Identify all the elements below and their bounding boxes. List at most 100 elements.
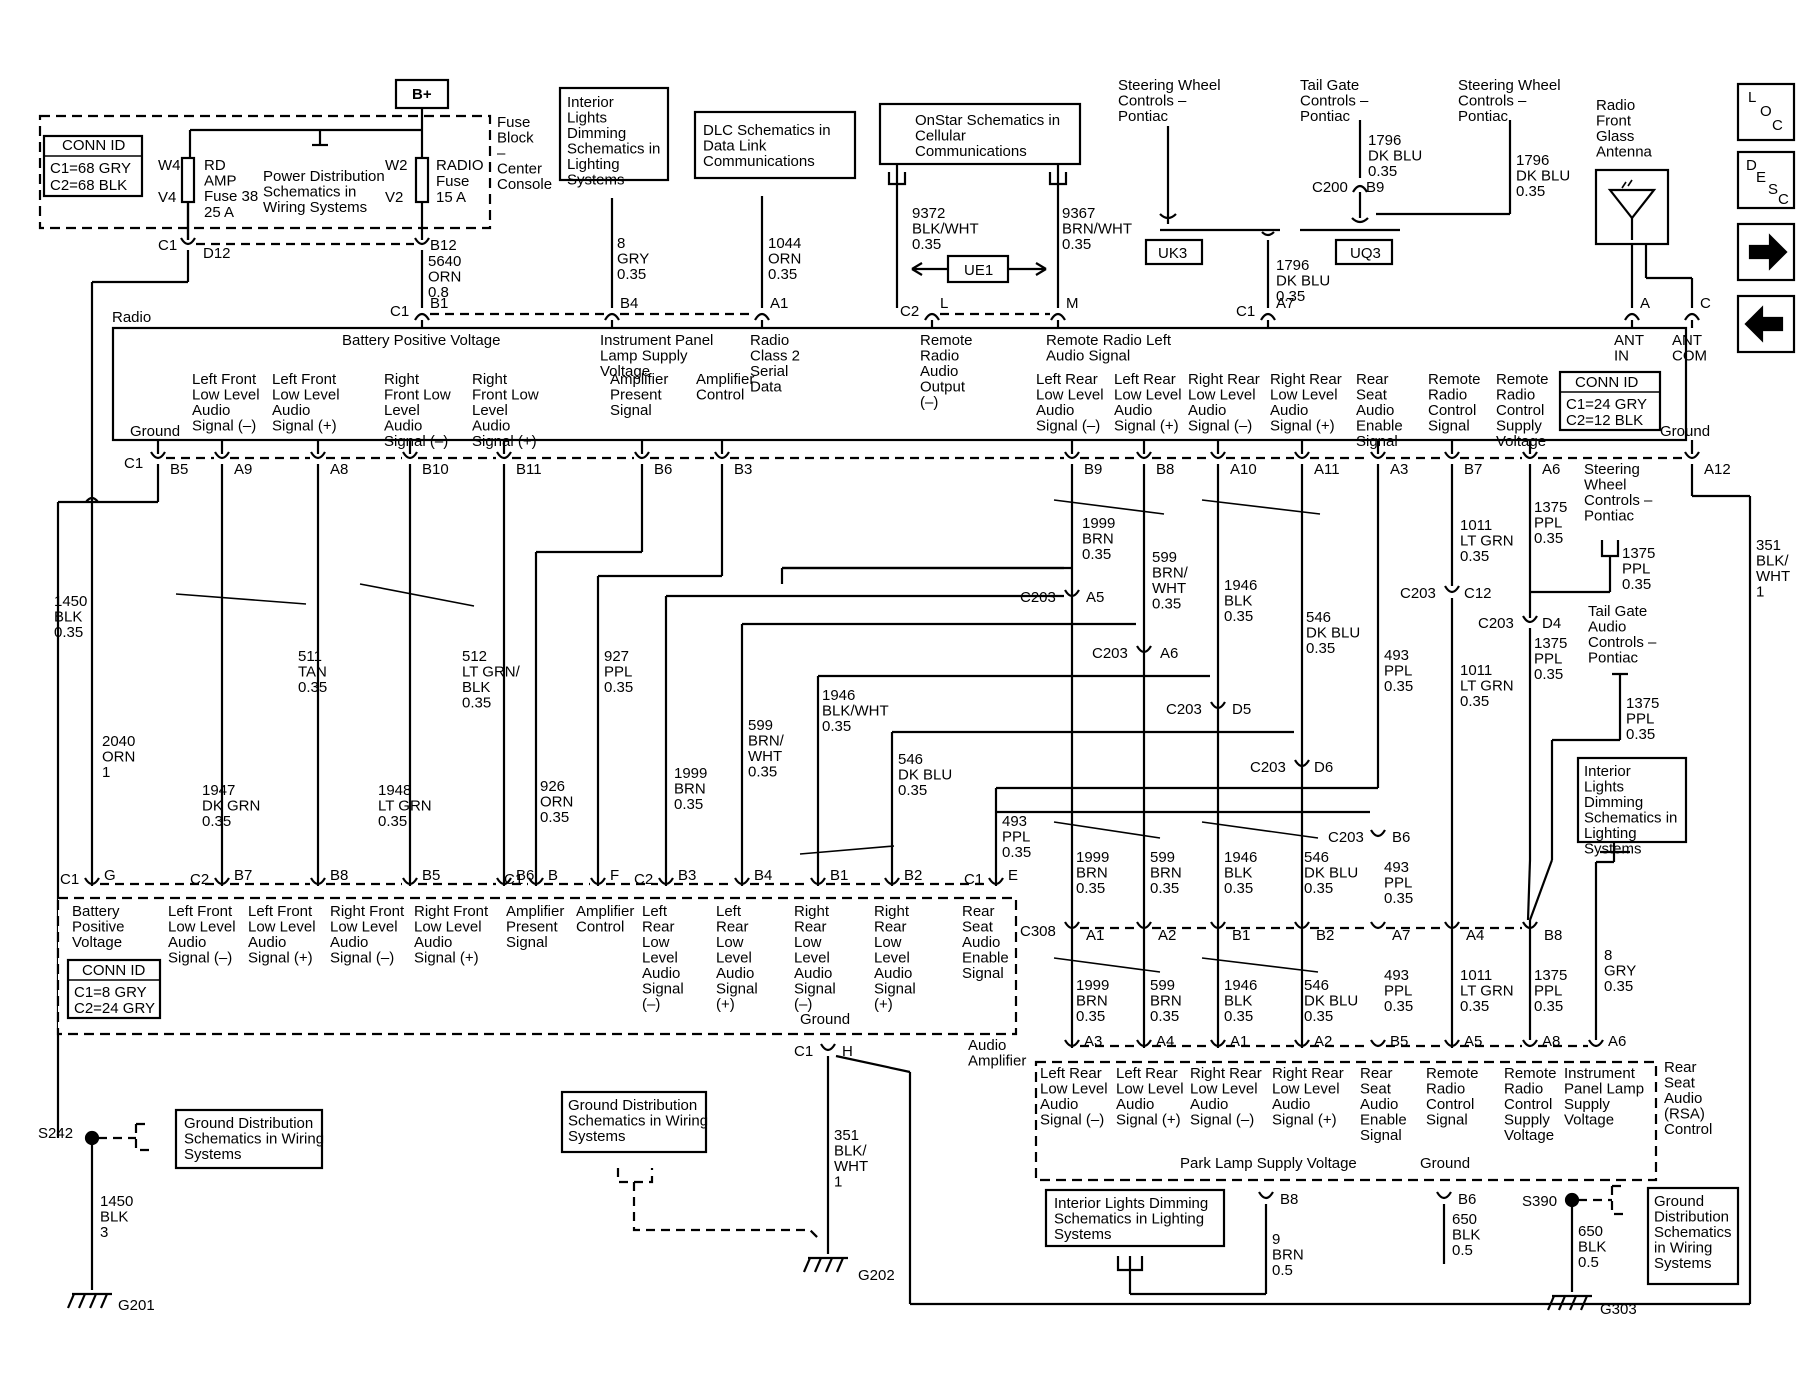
radio-top-pin-id: A7 — [1276, 295, 1294, 312]
g303-ground-icon — [1557, 1295, 1567, 1311]
radio-fuse-label: Fuse — [436, 173, 469, 190]
ref-interior-right — [1576, 756, 1688, 844]
radio-conn-id-title: CONN ID — [1575, 374, 1639, 391]
d4-label: D4 — [1542, 615, 1561, 632]
rd-amp-fuse: Fuse 38 — [204, 188, 258, 205]
rsa-b8-label: B8 — [1280, 1191, 1298, 1208]
c200-label: C200 — [1312, 179, 1348, 196]
c203-a5-conn — [1064, 589, 1080, 598]
desc-button[interactable] — [1736, 150, 1796, 210]
radio-bottom-pin — [1522, 451, 1538, 460]
loc-button[interactable] — [1736, 82, 1796, 142]
radio-pin-id: B5 — [170, 461, 188, 478]
uq3-box — [1334, 238, 1394, 266]
twist — [799, 845, 895, 855]
radio-top-conn-id: C1 — [1236, 303, 1255, 320]
radio-bottom-pin — [310, 451, 326, 460]
twist — [1201, 499, 1321, 515]
radio-bottom-pin — [1370, 451, 1386, 460]
rsa-ground-label: Ground — [1420, 1155, 1470, 1172]
uq3-label: UQ3 — [1350, 245, 1381, 262]
wire — [1612, 672, 1628, 690]
amp-pin — [402, 877, 418, 886]
radio-pin-id: B8 — [1156, 461, 1174, 478]
amp-pin — [988, 877, 1004, 886]
fuse-d12: D12 — [203, 245, 231, 262]
radio-module-box — [111, 326, 1688, 442]
ue1-arrow — [911, 262, 948, 276]
radio-bottom-pin — [634, 451, 650, 460]
amp-pin-id: B1 — [830, 867, 848, 884]
rsa-pin-id: B5 — [1390, 1033, 1408, 1050]
g303-ground-icon — [1579, 1295, 1589, 1311]
fuse-conn-id-box — [42, 134, 144, 198]
twist — [1053, 957, 1161, 973]
radio-pin-label: Ground — [130, 423, 180, 440]
g201-ground-icon — [88, 1293, 98, 1309]
amp-pin — [528, 877, 544, 886]
amp-pin-conn: C2 — [190, 871, 209, 888]
amp-ground-label: Ground — [800, 1011, 850, 1028]
radio-bottom-pin — [150, 451, 166, 460]
bplus-label: B+ — [412, 86, 432, 103]
radio-pin-id: A6 — [1542, 461, 1560, 478]
conn-id-c1: C1=68 GRY — [50, 160, 131, 177]
c308-pin-id: B1 — [1232, 927, 1250, 944]
a5-label: A5 — [1086, 589, 1104, 606]
amp-conn-id-box — [66, 958, 162, 1020]
c308-label: C308 — [1020, 923, 1056, 940]
amp-pin-id: E — [1008, 867, 1018, 884]
radio-bottom-pin — [1064, 451, 1080, 460]
gnd-mid-wire — [616, 1168, 821, 1241]
c308-pin — [1444, 921, 1460, 930]
wire — [1627, 179, 1633, 187]
swc1-conn — [1159, 213, 1177, 220]
swc3-conn — [1600, 540, 1620, 558]
desc-text-D: D — [1746, 157, 1757, 174]
radio-pin-id: B6 — [654, 461, 672, 478]
c203-d6-conn — [1294, 759, 1310, 768]
rsa-pin — [1444, 1039, 1460, 1048]
fuse-b12: B12 — [430, 237, 457, 254]
radio-top-pin-id: B4 — [620, 295, 638, 312]
amp-gnd-pin: H — [842, 1043, 853, 1060]
antenna-icon — [1607, 188, 1657, 220]
uk3-box — [1144, 238, 1204, 266]
g202-ground-icon — [835, 1257, 845, 1273]
radio-top-pin — [604, 312, 620, 321]
rd-amp-v4: V4 — [158, 189, 176, 206]
